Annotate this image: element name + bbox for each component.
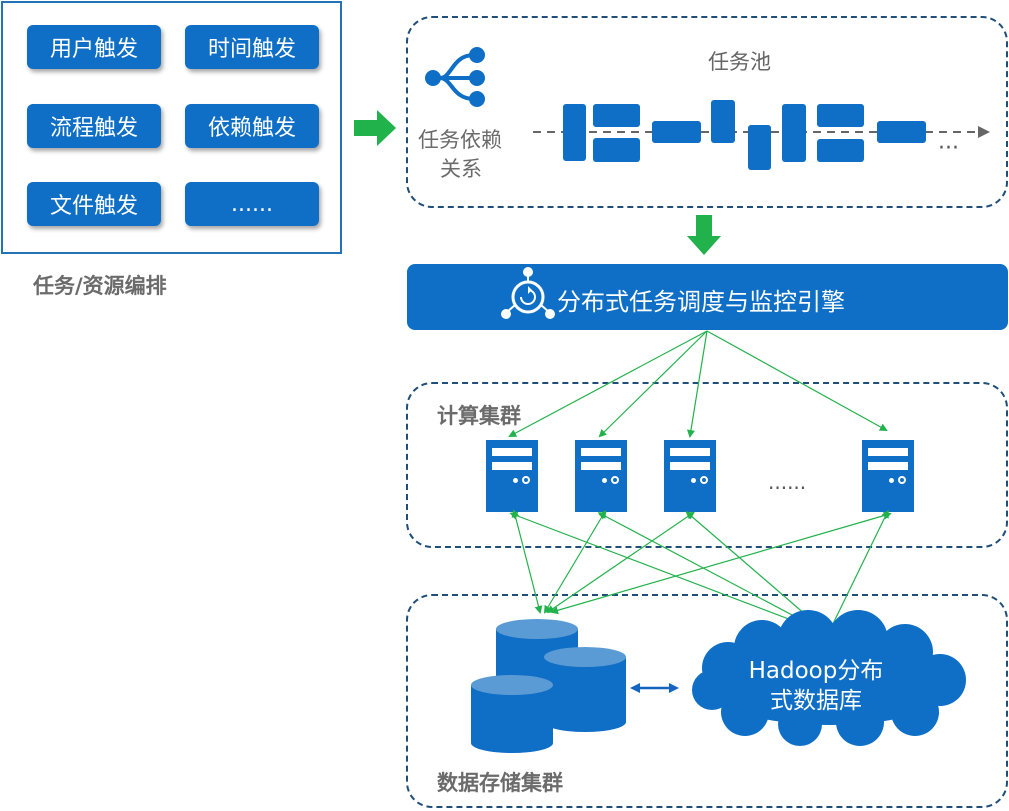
hadoop-label-line1: Hadoop分布 bbox=[749, 658, 884, 684]
server-icon[interactable] bbox=[486, 440, 538, 512]
engine-to-server-links bbox=[508, 330, 888, 438]
user-trigger-button[interactable]: 用户触发 bbox=[27, 25, 161, 69]
task-pool-panel bbox=[406, 16, 1008, 208]
server-icon[interactable] bbox=[862, 440, 914, 512]
compute-cluster-caption: 计算集群 bbox=[437, 404, 521, 428]
dependency-label-line2: 关系 bbox=[440, 157, 482, 181]
hadoop-cloud-icon bbox=[692, 610, 966, 746]
database-cylinders bbox=[471, 619, 626, 753]
engine-label: 分布式任务调度与监控引擎 bbox=[557, 288, 845, 316]
flow-arrow-right bbox=[354, 110, 396, 146]
server-icon[interactable] bbox=[664, 440, 716, 512]
scheduling-engine-bar[interactable]: 分布式任务调度与监控引擎 bbox=[407, 264, 1008, 330]
task-pool-title: 任务池 bbox=[708, 50, 771, 74]
orchestration-caption: 任务/资源编排 bbox=[33, 274, 167, 298]
task-blocks bbox=[563, 100, 926, 170]
server-storage-links bbox=[509, 509, 892, 636]
flow-trigger-button[interactable]: 流程触发 bbox=[27, 104, 161, 148]
compute-ellipsis: ...... bbox=[768, 470, 807, 494]
flow-arrow-down bbox=[687, 215, 721, 255]
time-trigger-button[interactable]: 时间触发 bbox=[185, 25, 319, 69]
dependency-trigger-button[interactable]: 依赖触发 bbox=[185, 104, 319, 148]
trigger-panel: 用户触发 时间触发 流程触发 依赖触发 文件触发 ...... bbox=[1, 1, 342, 254]
more-trigger-button[interactable]: ...... bbox=[185, 182, 319, 226]
storage-cluster-caption: 数据存储集群 bbox=[437, 771, 563, 795]
hadoop-label-line2: 式数据库 bbox=[770, 688, 862, 714]
file-trigger-button[interactable]: 文件触发 bbox=[27, 182, 161, 226]
server-icon[interactable] bbox=[575, 440, 627, 512]
engine-hub-icon bbox=[501, 267, 555, 319]
dependency-tree-icon bbox=[425, 47, 485, 107]
task-pool-ellipsis: ··· bbox=[938, 136, 959, 161]
dependency-label-line1: 任务依赖 bbox=[418, 128, 502, 152]
